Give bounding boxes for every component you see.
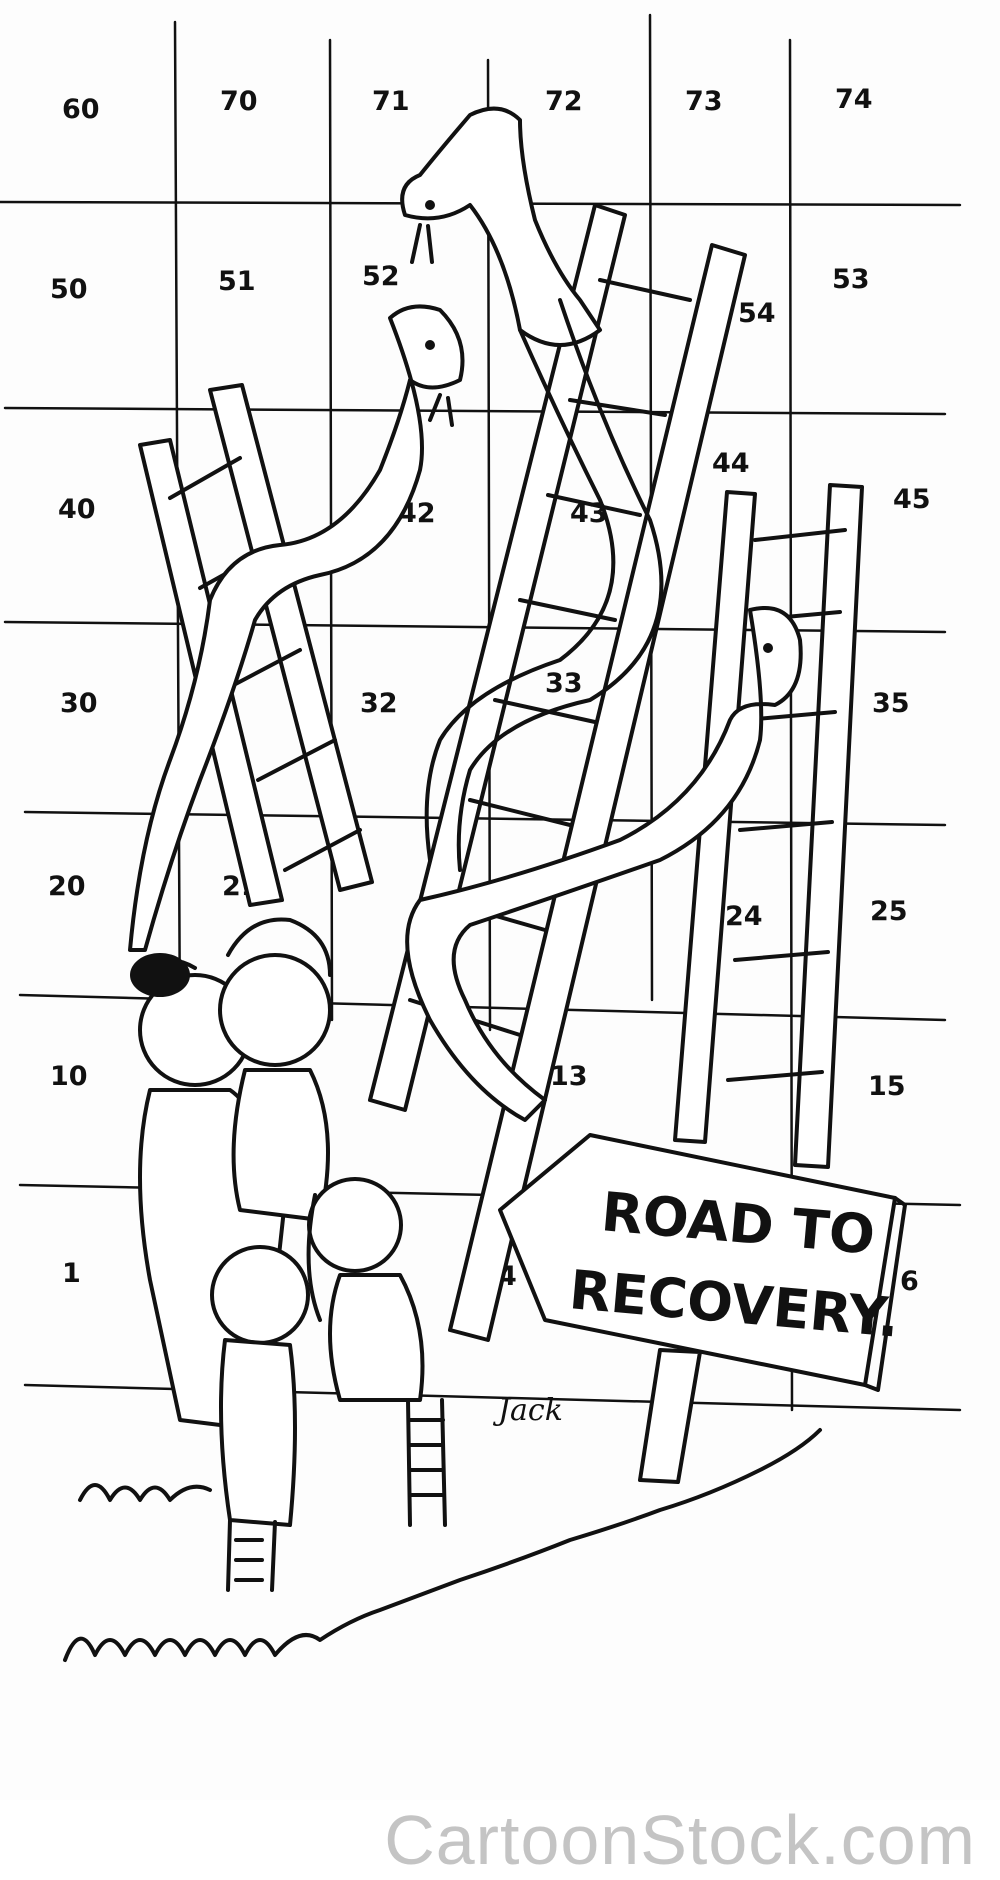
cell-number: 1 (62, 1258, 81, 1289)
cell-number: 45 (893, 484, 931, 515)
cell-number: 25 (870, 896, 908, 927)
sign-board (498, 1133, 897, 1387)
cell-number: 54 (738, 298, 776, 329)
cell-number: 51 (218, 266, 256, 297)
cell-number: 15 (868, 1071, 906, 1102)
cell-number: 13 (550, 1061, 588, 1092)
grid-line (23, 1383, 962, 1412)
watermark-text: CartoonStock.com (384, 1801, 976, 1879)
recovery-sign: ROAD TO RECOVERY. (498, 1133, 907, 1484)
snake-left (128, 304, 465, 952)
snake-tall (400, 106, 664, 872)
cell-number: 72 (545, 86, 583, 117)
sign-post (638, 1348, 702, 1484)
girl-child (306, 1177, 447, 1527)
cell-number: 53 (832, 264, 870, 295)
grid-line (3, 406, 947, 416)
cartoon-illustration: 60 70 71 72 73 74 50 51 52 54 53 40 42 4… (0, 13, 962, 1662)
cell-number: 73 (685, 86, 723, 117)
cell-number: 6 (900, 1266, 919, 1297)
cell-number: 10 (50, 1061, 88, 1092)
grid-line (3, 620, 947, 634)
cell-number: 40 (58, 494, 96, 525)
cell-number: 52 (362, 261, 400, 292)
boy-child (210, 1245, 310, 1592)
cell-number: 30 (60, 688, 98, 719)
cell-number: 20 (48, 871, 86, 902)
cell-number: 71 (372, 86, 410, 117)
board-numbers: 60 70 71 72 73 74 50 51 52 54 53 40 42 4… (48, 84, 931, 1297)
cell-number: 60 (62, 94, 100, 125)
cell-number: 74 (835, 84, 873, 115)
snake-right (405, 606, 803, 1122)
artist-signature: Jack (492, 1393, 563, 1428)
grass-scribble (63, 1428, 822, 1662)
cell-number: 33 (545, 668, 583, 699)
cartoon-drawing: 60 70 71 72 73 74 50 51 52 54 53 40 42 4… (0, 13, 962, 1662)
grass-scribble (78, 1483, 212, 1502)
curly-woman (218, 917, 332, 1222)
cell-number: 50 (50, 274, 88, 305)
footer-bar: CartoonStock.com (0, 1800, 1000, 1880)
cell-number: 24 (725, 901, 763, 932)
cell-number: 32 (360, 688, 398, 719)
ladder-center-tall (368, 203, 747, 1342)
cell-number: 70 (220, 86, 258, 117)
cell-number: 44 (712, 448, 750, 479)
cell-number: 35 (872, 688, 910, 719)
